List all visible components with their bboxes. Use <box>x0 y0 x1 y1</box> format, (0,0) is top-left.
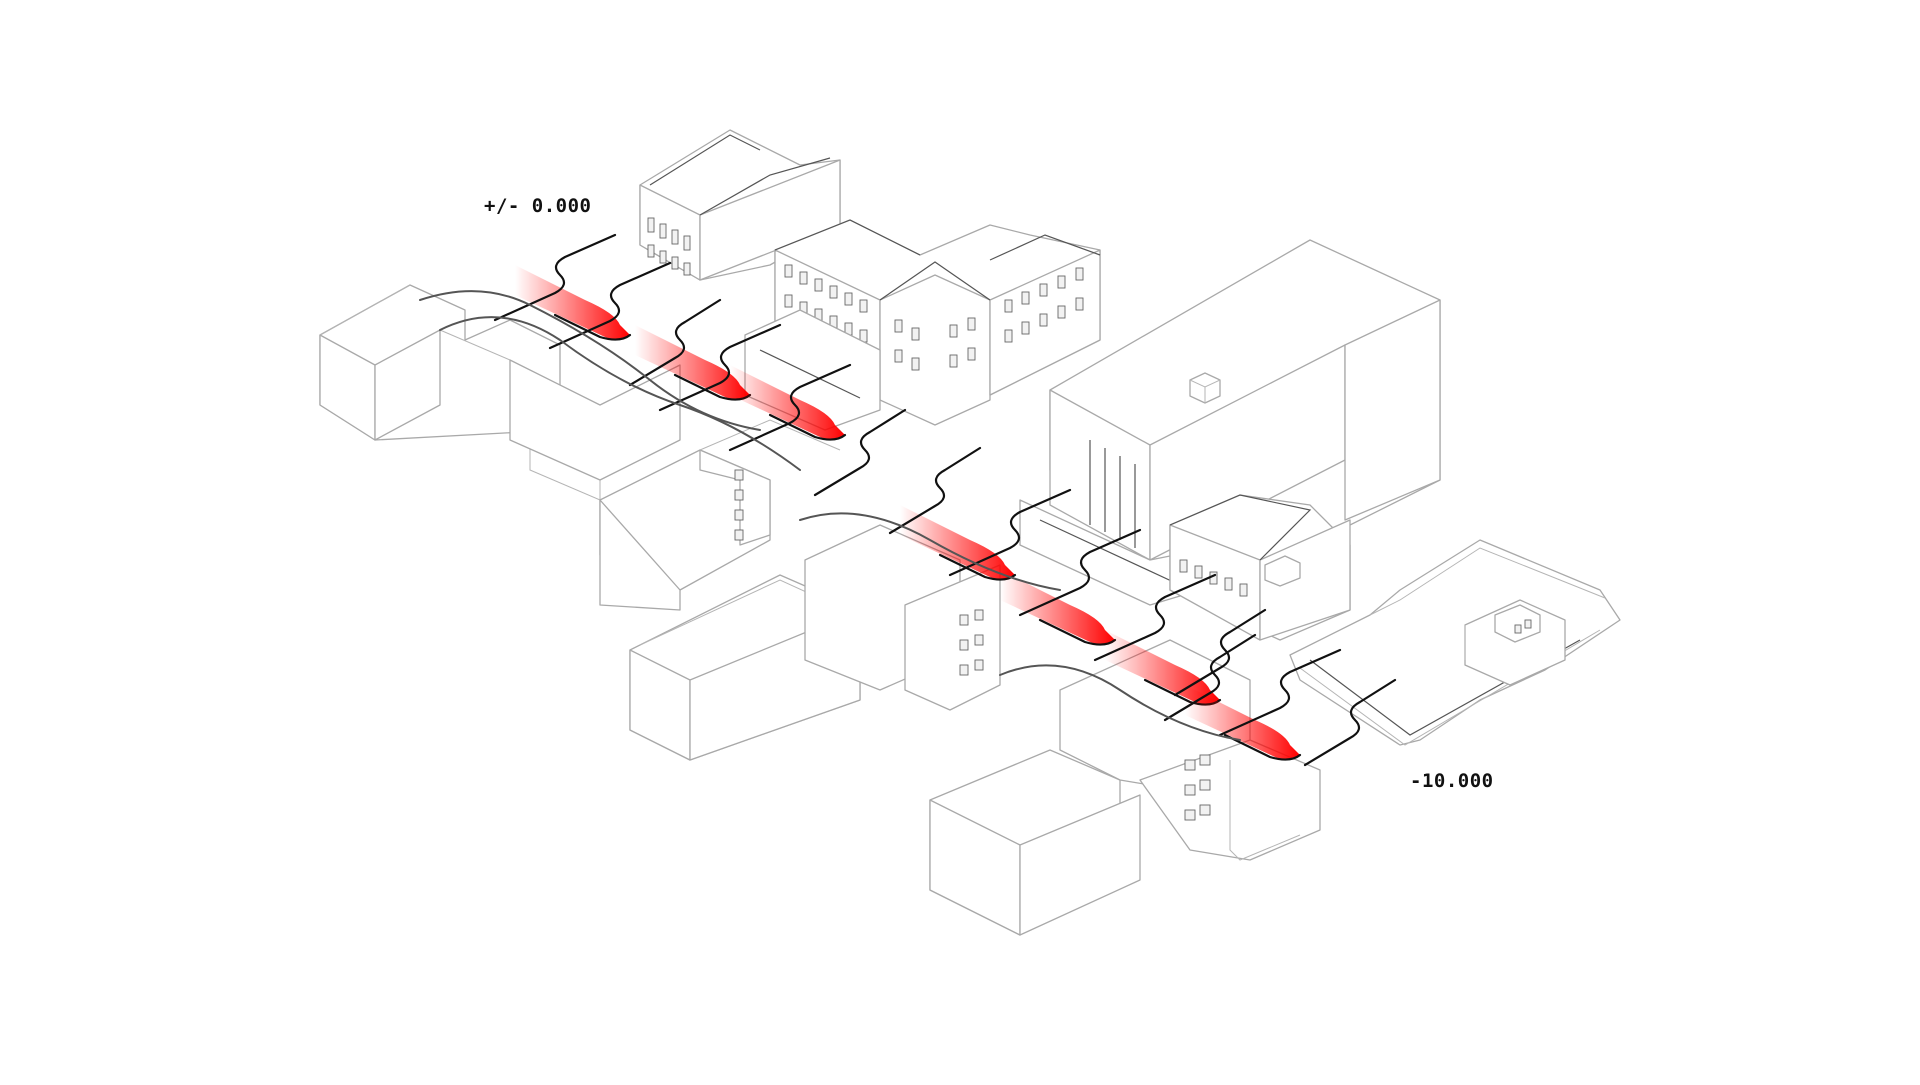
step-contour <box>1173 608 1267 697</box>
step-pad <box>730 365 845 440</box>
window-grid-apartments <box>784 264 1084 371</box>
step-pad <box>900 505 1015 580</box>
building-villa-north <box>639 129 841 281</box>
building-small-villa-east <box>1169 494 1351 641</box>
building-apartments-north <box>744 219 1101 431</box>
step-contour <box>658 323 782 412</box>
step-contour <box>1218 648 1342 737</box>
step-contour <box>628 298 722 387</box>
step-contour <box>813 408 907 497</box>
step-contour <box>1303 678 1397 767</box>
step-edge <box>768 413 847 441</box>
step-pad <box>1185 685 1300 760</box>
step-contour <box>888 446 982 535</box>
step-pad <box>1000 570 1115 645</box>
level-label-top: +/- 0.000 <box>484 195 592 217</box>
ramp-line <box>999 664 1241 741</box>
step-pad <box>515 265 630 340</box>
step-pad <box>635 325 750 400</box>
step-contour <box>728 363 852 452</box>
building-southwest-block <box>629 524 1001 761</box>
step-contour <box>948 488 1072 577</box>
building-west-middle <box>599 419 841 611</box>
ramp-line <box>439 316 801 471</box>
step-contour <box>1018 528 1142 617</box>
building-large-block-east <box>1019 239 1441 606</box>
ramp-line <box>799 512 1061 591</box>
step-contour <box>1093 573 1217 662</box>
step-contour <box>493 233 617 322</box>
step-contour <box>548 261 672 350</box>
step-edge <box>1223 733 1302 761</box>
step-edge <box>553 313 632 341</box>
level-label-bottom: -10.000 <box>1410 770 1494 792</box>
building-west-block <box>319 284 681 501</box>
step-contour <box>1163 633 1257 722</box>
terrain-steps <box>419 233 1397 767</box>
